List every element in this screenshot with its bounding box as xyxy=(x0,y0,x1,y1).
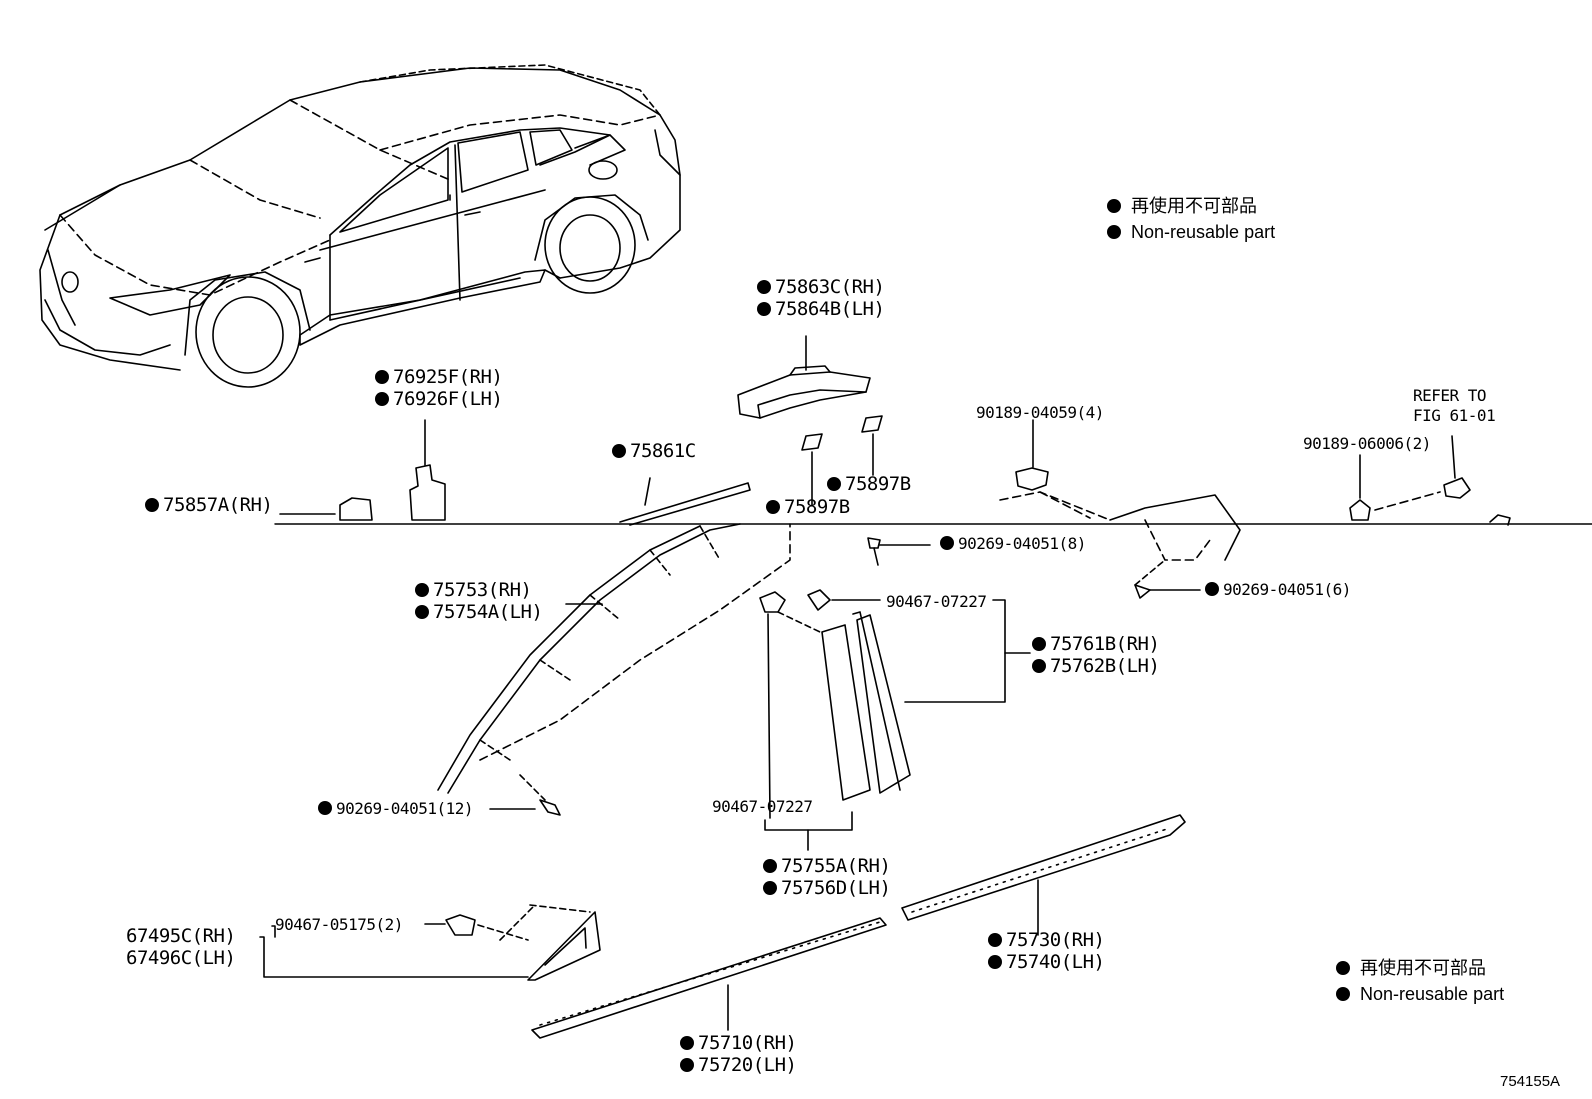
non-reusable-marker-icon xyxy=(415,605,429,619)
part-75897-pads xyxy=(801,415,883,506)
callout-75857[interactable]: 75857A(RH) xyxy=(145,494,273,516)
callout-75863[interactable]: 75863C(RH) 75864B(LH) xyxy=(757,276,885,320)
callout-75761[interactable]: 75761B(RH) 75762B(LH) xyxy=(1032,633,1160,677)
non-reusable-marker-icon xyxy=(763,881,777,895)
callout-90269-clip-12[interactable]: 90269-04051(12) xyxy=(318,799,474,819)
vehicle-illustration xyxy=(39,64,681,388)
part-90189-04059-bolt xyxy=(1015,419,1091,519)
callout-76925[interactable]: 76925F(RH) 76926F(LH) xyxy=(375,366,503,410)
callout-90467-upper[interactable]: 90467-07227 xyxy=(886,592,987,611)
non-reusable-marker-icon xyxy=(680,1058,694,1072)
part-pillar-garnishes xyxy=(759,589,1031,851)
non-reusable-marker-icon xyxy=(1032,659,1046,673)
non-reusable-marker-icon xyxy=(1205,582,1219,596)
non-reusable-marker-icon xyxy=(680,1036,694,1050)
part-75710-lower-moulding xyxy=(531,917,887,1039)
bullet-icon xyxy=(1107,225,1121,239)
part-75753-upper-moulding xyxy=(437,523,791,816)
non-reusable-marker-icon xyxy=(375,392,389,406)
figure-number: 754155A xyxy=(1500,1073,1561,1090)
non-reusable-marker-icon xyxy=(757,280,771,294)
non-reusable-marker-icon xyxy=(757,302,771,316)
part-90189-06006-bolt xyxy=(1349,435,1511,526)
non-reusable-marker-icon xyxy=(318,801,332,815)
callout-75755[interactable]: 75755A(RH) 75756D(LH) xyxy=(763,855,891,899)
non-reusable-marker-icon xyxy=(415,583,429,597)
legend-top: 再使用不可部品 Non-reusable part xyxy=(1107,193,1275,245)
callout-75710[interactable]: 75710(RH) 75720(LH) xyxy=(680,1032,797,1076)
callout-75861[interactable]: 75861C xyxy=(612,440,696,462)
callout-67495[interactable]: 67495C(RH) 67496C(LH) xyxy=(126,925,236,969)
non-reusable-marker-icon xyxy=(145,498,159,512)
non-reusable-marker-icon xyxy=(612,444,626,458)
part-75863-bracket xyxy=(737,335,871,419)
non-reusable-marker-icon xyxy=(988,933,1002,947)
bullet-icon xyxy=(1336,961,1350,975)
bullet-icon xyxy=(1107,199,1121,213)
part-76925-bracket xyxy=(409,419,446,521)
callout-75753[interactable]: 75753(RH) 75754A(LH) xyxy=(415,579,543,623)
callout-75897-upper[interactable]: 75897B xyxy=(827,473,911,495)
non-reusable-marker-icon xyxy=(375,370,389,384)
non-reusable-marker-icon xyxy=(988,955,1002,969)
legend-top-line2: Non-reusable part xyxy=(1107,219,1275,245)
legend-bottom: 再使用不可部品 Non-reusable part xyxy=(1336,955,1504,1007)
legend-bottom-line2: Non-reusable part xyxy=(1336,981,1504,1007)
callout-90269-clip-8[interactable]: 90269-04051(8) xyxy=(940,534,1086,554)
callout-90189-04059[interactable]: 90189-04059(4) xyxy=(976,403,1104,422)
callout-90467-lower[interactable]: 90467-07227 xyxy=(712,797,813,816)
callout-90269-clip-6[interactable]: 90269-04051(6) xyxy=(1205,580,1351,600)
callout-90189-06006[interactable]: 90189-06006(2) xyxy=(1303,434,1431,453)
non-reusable-marker-icon xyxy=(766,500,780,514)
callout-refer-to[interactable]: REFER TO FIG 61-01 xyxy=(1413,386,1496,425)
callout-90467-05175[interactable]: 90467-05175(2) xyxy=(275,915,403,934)
bullet-icon xyxy=(1336,987,1350,1001)
part-67495-triangle xyxy=(259,904,601,981)
non-reusable-marker-icon xyxy=(827,477,841,491)
part-90269-clip-6 xyxy=(1134,559,1201,599)
non-reusable-marker-icon xyxy=(940,536,954,550)
part-90269-clip-8 xyxy=(867,537,931,566)
callout-75897-lower[interactable]: 75897B xyxy=(766,496,850,518)
part-75730-rear-moulding xyxy=(901,814,1186,936)
legend-bottom-line1: 再使用不可部品 xyxy=(1336,955,1504,981)
non-reusable-marker-icon xyxy=(763,859,777,873)
part-upper-garnish-outline xyxy=(999,491,1241,561)
part-75857-piece xyxy=(279,497,373,521)
callout-75730[interactable]: 75730(RH) 75740(LH) xyxy=(988,929,1105,973)
part-75861-strip xyxy=(619,477,751,526)
non-reusable-marker-icon xyxy=(1032,637,1046,651)
legend-top-line1: 再使用不可部品 xyxy=(1107,193,1275,219)
